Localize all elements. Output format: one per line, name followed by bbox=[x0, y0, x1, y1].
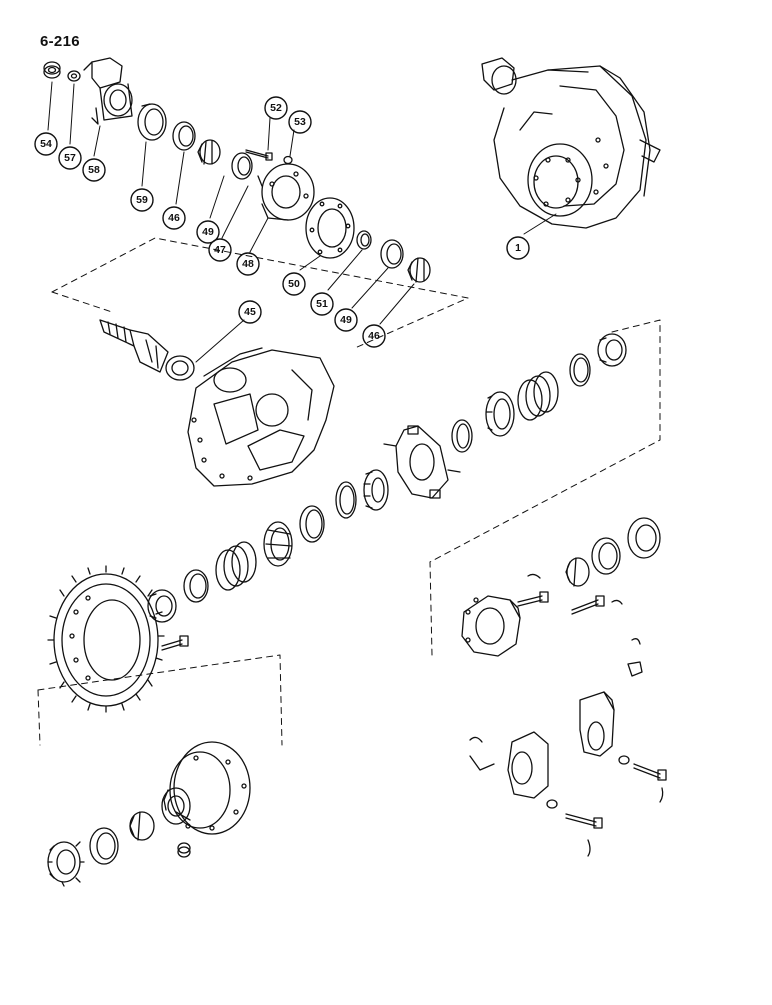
callout-52: 52 bbox=[264, 96, 288, 120]
bolt-right-2 bbox=[571, 595, 623, 615]
assembled-differential-unit bbox=[481, 57, 661, 229]
callout-54: 54 bbox=[34, 132, 58, 156]
leader-lines bbox=[47, 81, 557, 363]
cap-bolt-left bbox=[565, 813, 603, 829]
ring-left-3 bbox=[183, 569, 209, 603]
callout-46-top: 46 bbox=[162, 206, 186, 230]
svg-text:51: 51 bbox=[316, 298, 328, 310]
svg-text:46: 46 bbox=[168, 212, 180, 224]
cup-49 bbox=[231, 152, 253, 180]
yoke-flange-58 bbox=[83, 57, 133, 125]
cap-washer-right bbox=[618, 755, 630, 765]
svg-text:47: 47 bbox=[214, 244, 226, 256]
cotter-pins-lower bbox=[469, 736, 664, 857]
bearing-cap-right bbox=[579, 691, 615, 757]
svg-text:50: 50 bbox=[288, 278, 300, 290]
bolt-52 bbox=[245, 149, 273, 161]
callout-45: 45 bbox=[238, 300, 262, 324]
svg-text:54: 54 bbox=[40, 138, 52, 150]
callout-51: 51 bbox=[310, 292, 334, 316]
callout-57: 57 bbox=[58, 146, 82, 170]
diff-case-lower bbox=[161, 741, 251, 835]
lower-small-nut bbox=[177, 842, 191, 858]
ring-right-1 bbox=[451, 419, 473, 453]
pinion-gear-45 bbox=[99, 319, 169, 373]
svg-text:57: 57 bbox=[64, 152, 76, 164]
cup-49b bbox=[380, 239, 404, 269]
callout-49-bottom: 49 bbox=[334, 308, 358, 332]
carrier-housing-48 bbox=[261, 163, 315, 221]
ring-left-2 bbox=[299, 505, 325, 543]
svg-text:59: 59 bbox=[136, 194, 148, 206]
svg-text:49: 49 bbox=[202, 226, 214, 238]
ring-left-1 bbox=[335, 481, 357, 519]
nut-53 bbox=[283, 155, 293, 165]
clutch-disc-right bbox=[485, 391, 515, 437]
lower-bearing-cup bbox=[89, 827, 119, 865]
callout-48: 48 bbox=[236, 252, 260, 276]
callout-46-bottom: 46 bbox=[362, 324, 386, 348]
bearing-cone-46 bbox=[197, 139, 221, 165]
cotter-pin-1 bbox=[527, 573, 541, 579]
svg-text:48: 48 bbox=[242, 258, 254, 270]
right-bearing-cone bbox=[565, 557, 590, 587]
cap-bolt-right bbox=[633, 763, 667, 781]
callout-53: 53 bbox=[288, 110, 312, 134]
bearing-cap-left bbox=[507, 731, 549, 799]
nut-54 bbox=[43, 61, 61, 79]
seal-59 bbox=[137, 103, 167, 141]
ring-gear bbox=[47, 565, 165, 713]
spring-stack-right bbox=[517, 371, 559, 421]
right-adjuster bbox=[627, 517, 661, 559]
svg-text:49: 49 bbox=[340, 314, 352, 326]
pinion-bearing bbox=[165, 355, 195, 381]
cap-washer-left bbox=[546, 799, 558, 809]
diff-spider bbox=[383, 425, 461, 499]
svg-text:45: 45 bbox=[244, 306, 256, 318]
svg-text:58: 58 bbox=[88, 164, 100, 176]
spring-stack-left bbox=[215, 541, 257, 591]
callout-49-top: 49 bbox=[196, 220, 220, 244]
callouts: 54 57 58 59 46 49 bbox=[34, 96, 530, 348]
washer-57 bbox=[67, 70, 81, 82]
page-number: 6-216 bbox=[40, 33, 80, 50]
lower-bearing-cone bbox=[129, 811, 155, 841]
spacer-51 bbox=[356, 230, 372, 250]
clutch-disc-left bbox=[263, 521, 293, 567]
callout-47: 47 bbox=[208, 238, 232, 262]
side-gear-left bbox=[363, 469, 389, 511]
ring-gear-bolt bbox=[161, 635, 189, 651]
svg-text:52: 52 bbox=[270, 102, 282, 114]
callout-59: 59 bbox=[130, 188, 154, 212]
diff-case-right bbox=[461, 595, 521, 657]
callout-1: 1 bbox=[506, 236, 530, 260]
callout-58: 58 bbox=[82, 158, 106, 182]
differential-carrier-housing bbox=[187, 347, 335, 487]
bearing-cone-46b bbox=[407, 257, 431, 283]
svg-text:1: 1 bbox=[515, 242, 521, 254]
pin-47 bbox=[257, 175, 263, 187]
bearing-right bbox=[597, 333, 627, 367]
svg-text:53: 53 bbox=[294, 116, 306, 128]
bearing-cup-46 bbox=[172, 121, 196, 151]
ring-right-2 bbox=[569, 353, 591, 387]
case-bolt-right bbox=[517, 591, 549, 607]
lock-tab bbox=[627, 638, 643, 677]
callout-50: 50 bbox=[282, 272, 306, 296]
shim-gasket-50 bbox=[305, 197, 355, 259]
bearing-left bbox=[147, 589, 177, 623]
svg-text:46: 46 bbox=[368, 330, 380, 342]
right-bearing-cup bbox=[591, 537, 621, 575]
lower-adjuster-nut bbox=[47, 841, 85, 887]
